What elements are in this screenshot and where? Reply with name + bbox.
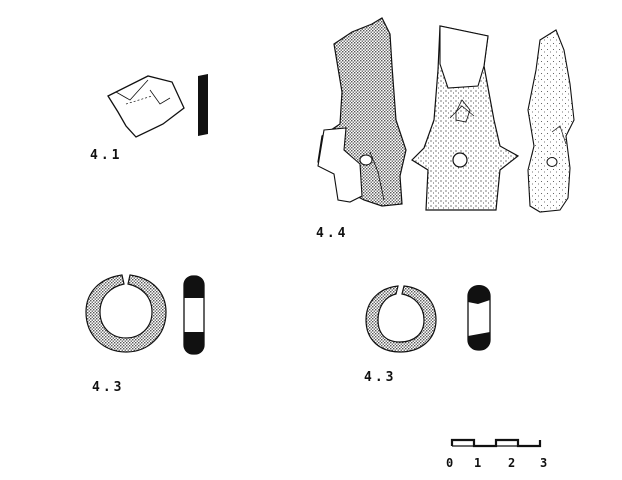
artifact-4-4-front-view [411, 25, 520, 211]
figure-label-4-3-left: 4.3 [92, 380, 125, 395]
scale-tick-2: 2 [508, 456, 516, 470]
artifact-4-3-ring-left [85, 274, 167, 353]
artifact-4-3-ring-right [365, 285, 437, 353]
artifact-4-4-side-view [317, 17, 407, 207]
artifact-4-1-profile [198, 74, 208, 136]
figure-label-4-3-right: 4.3 [364, 370, 397, 385]
artifact-4-3-section-right [467, 285, 491, 351]
figure-label-4-4: 4.4 [316, 226, 349, 241]
artifact-4-4-back-view [527, 29, 575, 213]
scale-tick-0: 0 [446, 456, 454, 470]
artifact-4-1-plan [107, 75, 185, 138]
artifact-4-3-section-left [183, 275, 205, 355]
figure-label-4-1: 4.1 [90, 148, 123, 163]
scale-bar [450, 438, 542, 448]
scale-tick-1: 1 [474, 456, 482, 470]
scale-tick-3: 3 [540, 456, 548, 470]
